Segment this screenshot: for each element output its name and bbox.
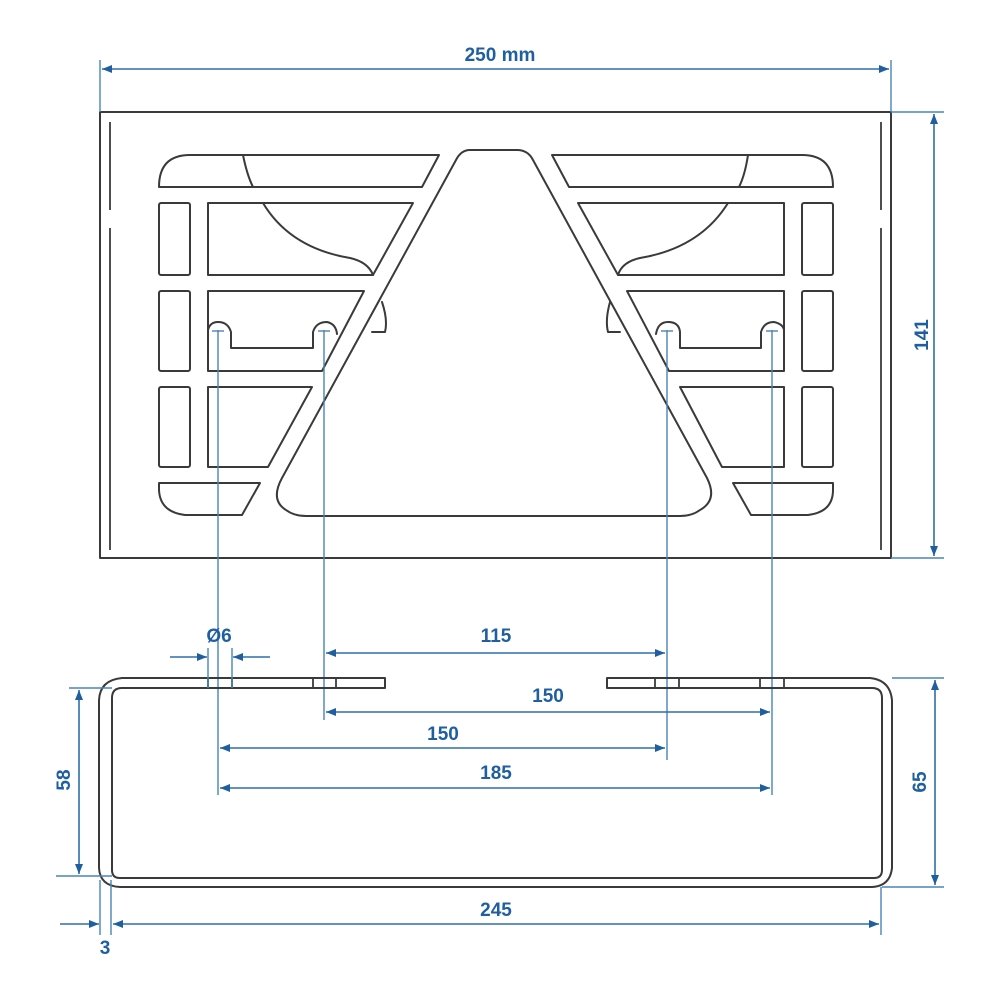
dimension-width-250: 250 mm <box>99 45 892 112</box>
hole-spacing-right-label: 150 <box>532 686 564 707</box>
thickness-label: 3 <box>100 938 111 959</box>
triangle-cutout <box>275 149 713 517</box>
dimension-245: 245 <box>99 880 882 935</box>
dimension-185: 185 <box>220 763 770 792</box>
right-depth-label: 65 <box>910 771 931 793</box>
left-depth-label: 58 <box>54 769 75 790</box>
dimension-58: 58 <box>54 687 112 877</box>
outer-hole-spacing-label: 185 <box>480 763 512 784</box>
dimension-115: 115 <box>326 626 665 657</box>
hole-centerlines <box>212 330 778 795</box>
dimension-65: 65 <box>882 677 944 888</box>
inner-width-label: 245 <box>480 900 512 921</box>
plate-outline <box>99 111 892 559</box>
inner-hole-spacing-label: 115 <box>481 626 512 647</box>
flange-holes <box>207 678 785 688</box>
width-label: 250 mm <box>465 45 536 66</box>
hole-diameter-label: Ø6 <box>206 626 231 647</box>
dimension-150-left: 150 <box>220 724 665 752</box>
height-label: 141 <box>912 319 933 351</box>
bracket-outline <box>98 677 893 888</box>
dimension-150-right: 150 <box>326 686 770 716</box>
right-cutouts <box>551 154 834 516</box>
dimension-thickness-3: 3 <box>60 920 111 959</box>
left-cutouts <box>158 154 440 516</box>
hole-spacing-left-label: 150 <box>427 724 459 745</box>
top-view: Ø6 115 150 150 185 58 <box>54 626 944 959</box>
dimension-height-141: 141 <box>891 111 944 559</box>
dimension-hole-diameter: Ø6 <box>170 626 270 688</box>
front-view: 250 mm 141 <box>99 45 944 795</box>
